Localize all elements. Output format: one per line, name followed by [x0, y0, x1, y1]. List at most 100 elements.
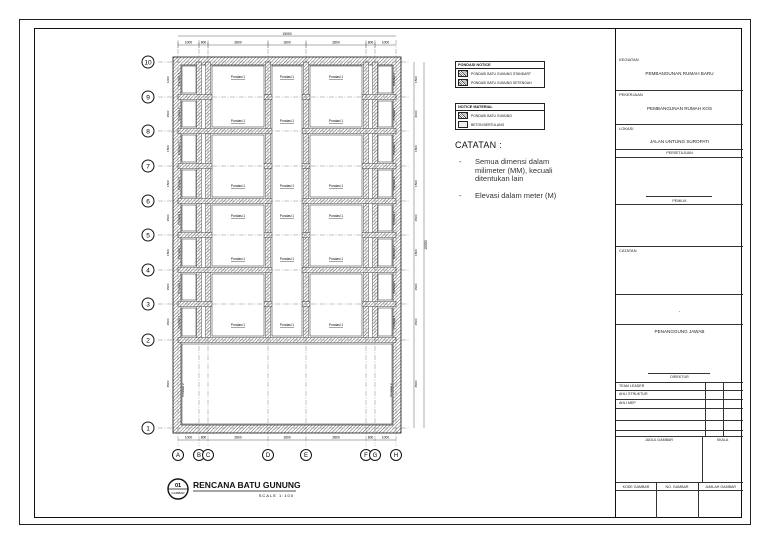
side-room: [377, 169, 393, 198]
divider: [616, 246, 743, 247]
dim-text: 1000: [382, 436, 390, 440]
dim-text: 1500: [414, 76, 418, 83]
title-block: KEGIATAN PEMBANGUNAN RUMAH BARU PEKERJAA…: [615, 28, 743, 518]
grid-bubble-col: [300, 449, 312, 461]
divider: [616, 399, 743, 400]
role-team-leader: TEAM LEADER: [619, 384, 645, 388]
legend-item: PONDASI BATU GUNUNG: [471, 113, 513, 118]
notes-panel: PONDASI NOTICE PONDASI BATU GUNUNG STAND…: [455, 61, 565, 200]
grid-bubble-row: [141, 55, 155, 69]
grid-col-label: E: [304, 453, 308, 459]
grid-bubble-row: [141, 194, 155, 208]
pemilik-label: PEMILIK: [672, 199, 687, 203]
divider: [723, 382, 724, 436]
side-label: Pondasi 1: [392, 315, 396, 329]
plan-number-sub: GAMBAR: [171, 491, 185, 495]
grid-col-label: A: [176, 453, 180, 459]
dim-text: 2800: [234, 436, 242, 440]
grid-row-label: 5: [146, 232, 150, 239]
side-label: Pondasi 1: [177, 211, 181, 225]
divider: [616, 90, 743, 91]
side-room: [181, 238, 197, 267]
catatan-dash: -: [678, 309, 681, 314]
dim-text: 1500: [414, 249, 418, 256]
side-label: Pondasi 1: [392, 176, 396, 190]
legend-row: PONDASI BATU GUNUNG: [456, 111, 544, 120]
plan-title-block: 01 GAMBAR RENCANA BATU GUNUNG SCALE 1:10…: [167, 478, 301, 500]
grid-col-label: G: [373, 453, 378, 459]
grid-col-label: B: [197, 453, 201, 459]
direktur-label: DIREKTUR: [670, 375, 689, 379]
no-gambar-label: NO. GAMBAR: [665, 485, 689, 489]
side-room: [181, 307, 197, 337]
dim-text: 1500: [166, 110, 170, 117]
dim-text: 18000: [424, 240, 428, 249]
divider: [616, 149, 743, 150]
side-label: Pondasi 1: [392, 211, 396, 225]
room-label: Pondasi 1: [231, 184, 245, 188]
dim-text: 1500: [414, 318, 418, 325]
note-item: - Elevasi dalam meter (M): [455, 190, 565, 201]
dim-text: 15000: [282, 32, 291, 36]
room-outline: [211, 273, 265, 337]
dim-text: 1800: [283, 436, 291, 440]
note-dash: -: [459, 190, 462, 200]
legend-item: PONDASI BATU GUNUNG SETENGAH: [471, 80, 532, 85]
side-room: [181, 204, 197, 232]
room-label: Pondasi 1: [231, 257, 245, 261]
divider: [616, 390, 743, 391]
grid-row-label: 3: [146, 301, 150, 308]
side-room: [181, 169, 197, 198]
dim-text: 1500: [166, 318, 170, 325]
divider: [616, 157, 743, 158]
side-room: [181, 65, 197, 94]
dim-text: 1000: [166, 76, 170, 83]
dim-text: 4500: [166, 380, 170, 387]
divider: [616, 436, 743, 437]
penanggung-jawab-label: PENANGGUNG JAWAB: [654, 329, 705, 334]
divider: [616, 294, 743, 295]
divider: [702, 436, 703, 482]
room-label: Pondasi 1: [231, 214, 245, 218]
grid-row-label: 7: [146, 163, 150, 170]
room-outline: [211, 204, 265, 267]
room-outline: [309, 204, 363, 267]
judul-gambar-label: JUDUL GAMBAR: [644, 438, 674, 442]
dim-text: 1000: [185, 41, 193, 45]
grid-col-label: C: [206, 453, 211, 459]
dim-text: 2800: [234, 41, 242, 45]
dim-text: 4500: [414, 380, 418, 387]
legend-material-header: NOTICE MATERIAL: [456, 104, 544, 111]
grid-bubble-row: [141, 124, 155, 138]
dim-text: 1500: [166, 249, 170, 256]
room-label: Pondasi 1: [280, 323, 294, 327]
side-label: Pondasi 1: [392, 107, 396, 121]
room-label: Pondasi 1: [329, 75, 343, 79]
drawing-sheet: [19, 19, 751, 525]
dim-text: 800: [201, 41, 207, 45]
lokasi-label: LOKASI: [619, 126, 634, 131]
note-text: Elevasi dalam meter (M): [475, 190, 557, 200]
side-room: [377, 134, 393, 163]
dim-text: 800: [368, 41, 374, 45]
signature-line: [646, 196, 712, 197]
signature-line: [648, 373, 710, 374]
grid-row-label: 4: [146, 267, 150, 274]
grid-bubble-col: [390, 449, 402, 461]
beton-swatch: [458, 121, 468, 128]
side-label: Pondasi 1: [177, 315, 181, 329]
dim-text: 1500: [166, 283, 170, 290]
side-label: Pondasi 2: [389, 383, 393, 397]
side-label: Pondasi 1: [177, 107, 181, 121]
dim-text: 1500: [414, 283, 418, 290]
jumlah-gambar-label: JUMLAH GAMBAR: [705, 485, 736, 489]
divider: [698, 482, 699, 518]
room-label: Pondasi 1: [231, 75, 245, 79]
side-room: [377, 100, 393, 128]
room-label: Pondasi 1: [280, 119, 294, 123]
side-label: Pondasi 1: [177, 280, 181, 294]
grid-col-label: H: [394, 453, 398, 459]
kegiatan-label: KEGIATAN: [619, 57, 639, 62]
mark: [725, 420, 735, 421]
